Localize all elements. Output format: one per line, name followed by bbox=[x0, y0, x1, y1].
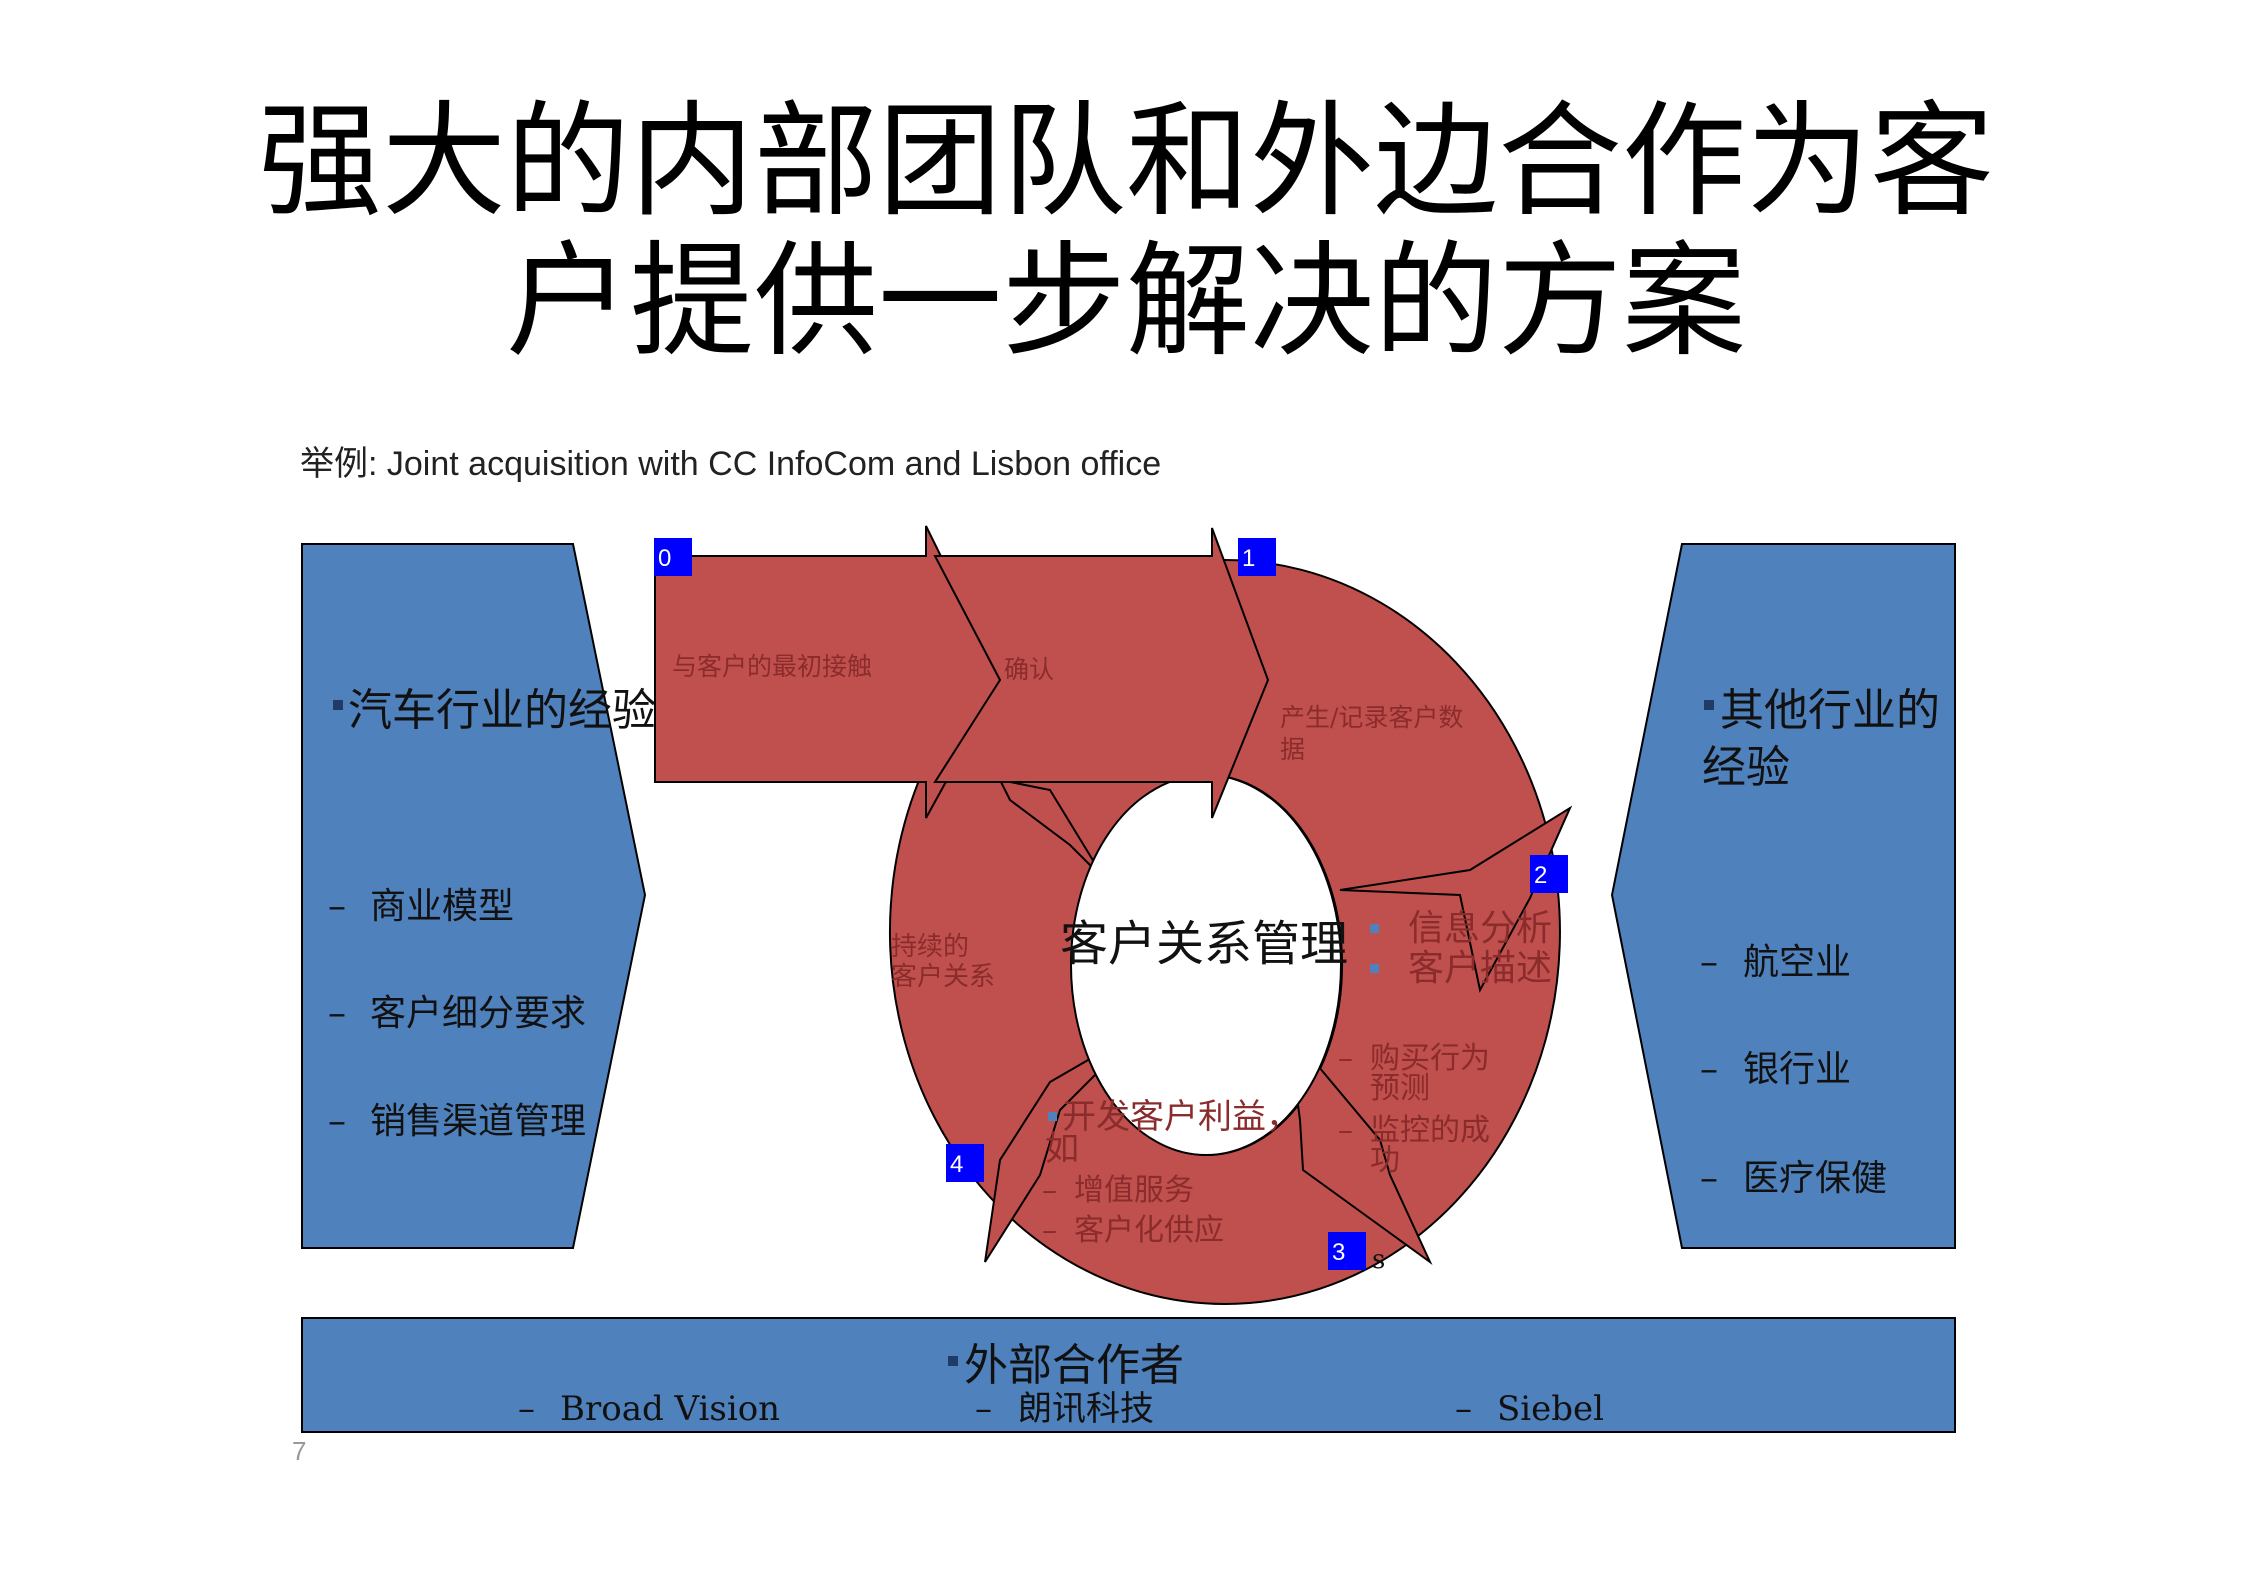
left-item-dash: – bbox=[328, 993, 346, 1034]
title-line-2: 户提供一步解决的方案 bbox=[505, 230, 1746, 374]
right-item-dash: – bbox=[1700, 942, 1718, 983]
label-analysis-2: 客户描述 bbox=[1408, 948, 1552, 989]
label-sustain-2: 客户关系 bbox=[891, 962, 995, 992]
label-confirm: 确认 bbox=[1004, 655, 1054, 684]
dash: – bbox=[1042, 1213, 1057, 1248]
left-item-3: 销售渠道管理 bbox=[370, 1101, 586, 1142]
ring-arrow-5 bbox=[998, 778, 1106, 881]
cycle-labels: 与客户的最初接触 确认 产生/记录客户数 据 信息分析 客户描述 – 购买行为 … bbox=[672, 652, 1552, 1275]
dash: – bbox=[1338, 1041, 1353, 1076]
step-marker-0 bbox=[654, 538, 692, 576]
right-panel-heading-2: 经验 bbox=[1702, 742, 1790, 793]
label-initial-contact: 与客户的最初接触 bbox=[672, 652, 872, 681]
right-item-1: 航空业 bbox=[1743, 942, 1851, 983]
step-marker-4-label: 4 bbox=[950, 1151, 963, 1178]
partner-broad-vision: Broad Vision bbox=[560, 1389, 780, 1429]
step-marker-3 bbox=[1328, 1232, 1366, 1270]
label-record-2: 据 bbox=[1280, 735, 1305, 764]
label-develop-item-2: 客户化供应 bbox=[1074, 1213, 1224, 1248]
label-monitor-1: 监控的成 bbox=[1370, 1113, 1490, 1148]
bullet-icon bbox=[948, 1356, 958, 1366]
bottom-item-dash: – bbox=[1455, 1389, 1472, 1429]
left-item-2: 客户细分要求 bbox=[370, 993, 586, 1034]
left-item-dash: – bbox=[328, 1101, 346, 1142]
bullet-icon bbox=[1704, 700, 1714, 710]
bottom-item-dash: – bbox=[518, 1389, 535, 1429]
step-markers: 0 1 2 3 4 bbox=[654, 538, 1568, 1270]
bullet-icon bbox=[333, 700, 343, 710]
left-panel: 汽车行业的经验 – 商业模型 – 客户细分要求 – 销售渠道管理 bbox=[301, 543, 656, 1249]
right-panel-heading-1: 其他行业的 bbox=[1720, 685, 1940, 736]
subtitle: 举例: Joint acquisition with CC InfoCom an… bbox=[300, 445, 1162, 483]
step-marker-1-label: 1 bbox=[1242, 545, 1255, 572]
right-panel: 其他行业的 经验 – 航空业 – 银行业 – 医疗保健 bbox=[1610, 543, 1956, 1249]
right-item-dash: – bbox=[1700, 1158, 1718, 1199]
label-analysis-1: 信息分析 bbox=[1408, 908, 1552, 949]
label-develop-2: 如 bbox=[1045, 1129, 1079, 1169]
left-item-1: 商业模型 bbox=[370, 886, 514, 927]
step-marker-4 bbox=[946, 1144, 984, 1182]
dash: – bbox=[1042, 1173, 1057, 1208]
slide-number: 7 bbox=[292, 1436, 307, 1466]
step-marker-2 bbox=[1530, 855, 1568, 893]
label-develop-item-1: 增值服务 bbox=[1074, 1173, 1194, 1208]
center-label: 客户关系管理 bbox=[1060, 916, 1348, 972]
step-marker-1 bbox=[1238, 538, 1276, 576]
right-item-dash: – bbox=[1700, 1049, 1718, 1090]
crm-cycle bbox=[654, 525, 1573, 1305]
label-develop-1: 开发客户利益， bbox=[1062, 1097, 1300, 1137]
bullet-icon bbox=[1370, 924, 1379, 933]
left-panel-heading: 汽车行业的经验 bbox=[348, 685, 656, 736]
left-item-dash: – bbox=[328, 886, 346, 927]
arrow-confirm bbox=[933, 527, 1270, 819]
ring-arrow-2 bbox=[1339, 805, 1573, 993]
bottom-panel: 外部合作者 – Broad Vision – 朗讯科技 – Siebel bbox=[301, 1317, 1956, 1433]
label-predict-1: 购买行为 bbox=[1370, 1041, 1490, 1076]
step-marker-2-label: 2 bbox=[1534, 862, 1547, 889]
left-panel-shape bbox=[301, 543, 647, 1249]
right-panel-shape bbox=[1610, 543, 1956, 1249]
label-record-1: 产生/记录客户数 bbox=[1280, 703, 1463, 732]
dash: – bbox=[1338, 1113, 1353, 1148]
title-line-1: 强大的内部团队和外边合作为客 bbox=[257, 90, 1994, 234]
bullet-icon bbox=[1370, 964, 1379, 973]
bottom-panel-heading: 外部合作者 bbox=[964, 1340, 1184, 1391]
bottom-item-dash: – bbox=[975, 1389, 992, 1429]
ring-arrow-3 bbox=[1286, 1026, 1433, 1266]
bullet-icon bbox=[1048, 1112, 1057, 1121]
label-sustain-1: 持续的 bbox=[891, 932, 969, 962]
ring-arrow-4 bbox=[984, 1029, 1141, 1263]
partner-siebel: Siebel bbox=[1497, 1389, 1604, 1429]
partner-lucent: 朗讯科技 bbox=[1018, 1389, 1154, 1429]
label-cut-text: s bbox=[1372, 1245, 1385, 1275]
label-monitor-2: 功 bbox=[1370, 1143, 1400, 1178]
right-item-2: 银行业 bbox=[1743, 1049, 1851, 1090]
bottom-panel-shape bbox=[301, 1317, 1956, 1433]
step-marker-0-label: 0 bbox=[658, 545, 671, 572]
label-predict-2: 预测 bbox=[1370, 1071, 1430, 1106]
right-item-3: 医疗保健 bbox=[1743, 1158, 1887, 1199]
step-marker-3-label: 3 bbox=[1332, 1239, 1345, 1266]
